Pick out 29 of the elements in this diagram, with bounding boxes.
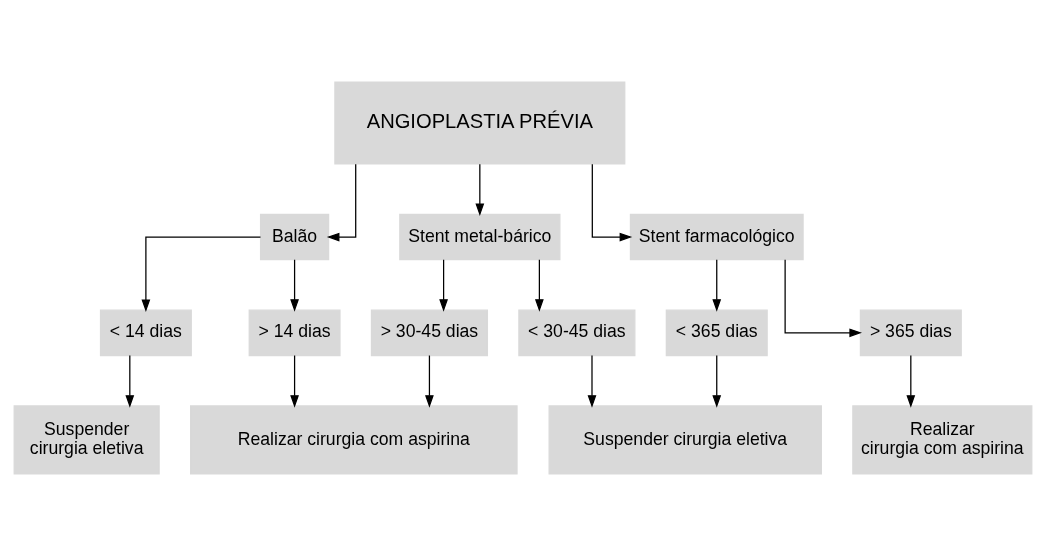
arrow	[591, 163, 633, 241]
arrow	[326, 163, 357, 241]
arrow	[290, 258, 299, 312]
arrow	[141, 235, 262, 312]
node-box: < 30-45 dias	[518, 309, 636, 356]
arrow	[712, 258, 722, 312]
node-box: Realizar cirurgia com aspirina	[190, 404, 518, 475]
arrow	[439, 258, 449, 312]
node-box: > 14 dias	[248, 309, 341, 356]
node-box: < 14 dias	[99, 309, 192, 356]
arrow	[290, 354, 299, 408]
arrow	[784, 258, 862, 337]
arrow	[425, 354, 434, 408]
node-box: Stent metal-bárico	[399, 213, 561, 260]
arrow	[534, 258, 544, 312]
node-box: Suspender cirurgia eletiva	[13, 404, 160, 475]
node-box: Suspender cirurgia eletiva	[548, 404, 822, 475]
node-box: Stent farmacológico	[629, 213, 804, 260]
arrow	[125, 354, 135, 408]
node-box: > 30-45 dias	[370, 309, 489, 356]
arrow	[587, 354, 597, 408]
node-box: ANGIOPLASTIA PRÉVIA	[334, 80, 626, 165]
arrow	[906, 354, 916, 408]
node-box: Realizar cirurgia com aspirina	[852, 404, 1033, 475]
node-box: > 365 dias	[859, 309, 962, 356]
node-box: Balão	[259, 213, 330, 260]
arrow	[475, 163, 485, 216]
arrow	[712, 354, 722, 408]
node-box: < 365 dias	[665, 309, 768, 356]
